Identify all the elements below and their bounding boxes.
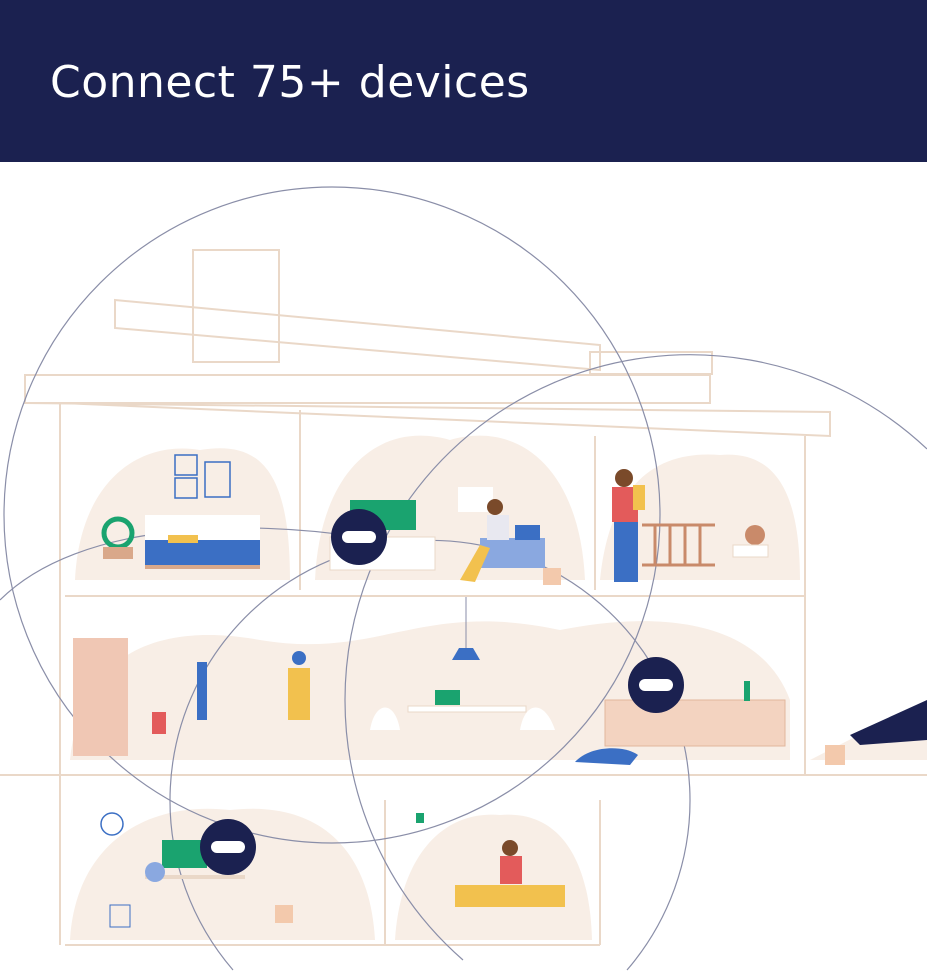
nursery xyxy=(612,469,769,582)
page-title: Connect 75+ devices xyxy=(50,57,530,108)
office-reading-room xyxy=(100,812,565,928)
bedroom xyxy=(101,454,260,569)
header-banner: Connect 75+ devices xyxy=(0,0,927,162)
house-illustration xyxy=(0,186,927,971)
router-kitchen xyxy=(628,657,684,713)
house-structure xyxy=(0,249,927,946)
router-office xyxy=(200,819,256,875)
hallway-kitchen xyxy=(73,597,927,765)
router-living-room xyxy=(331,509,387,565)
